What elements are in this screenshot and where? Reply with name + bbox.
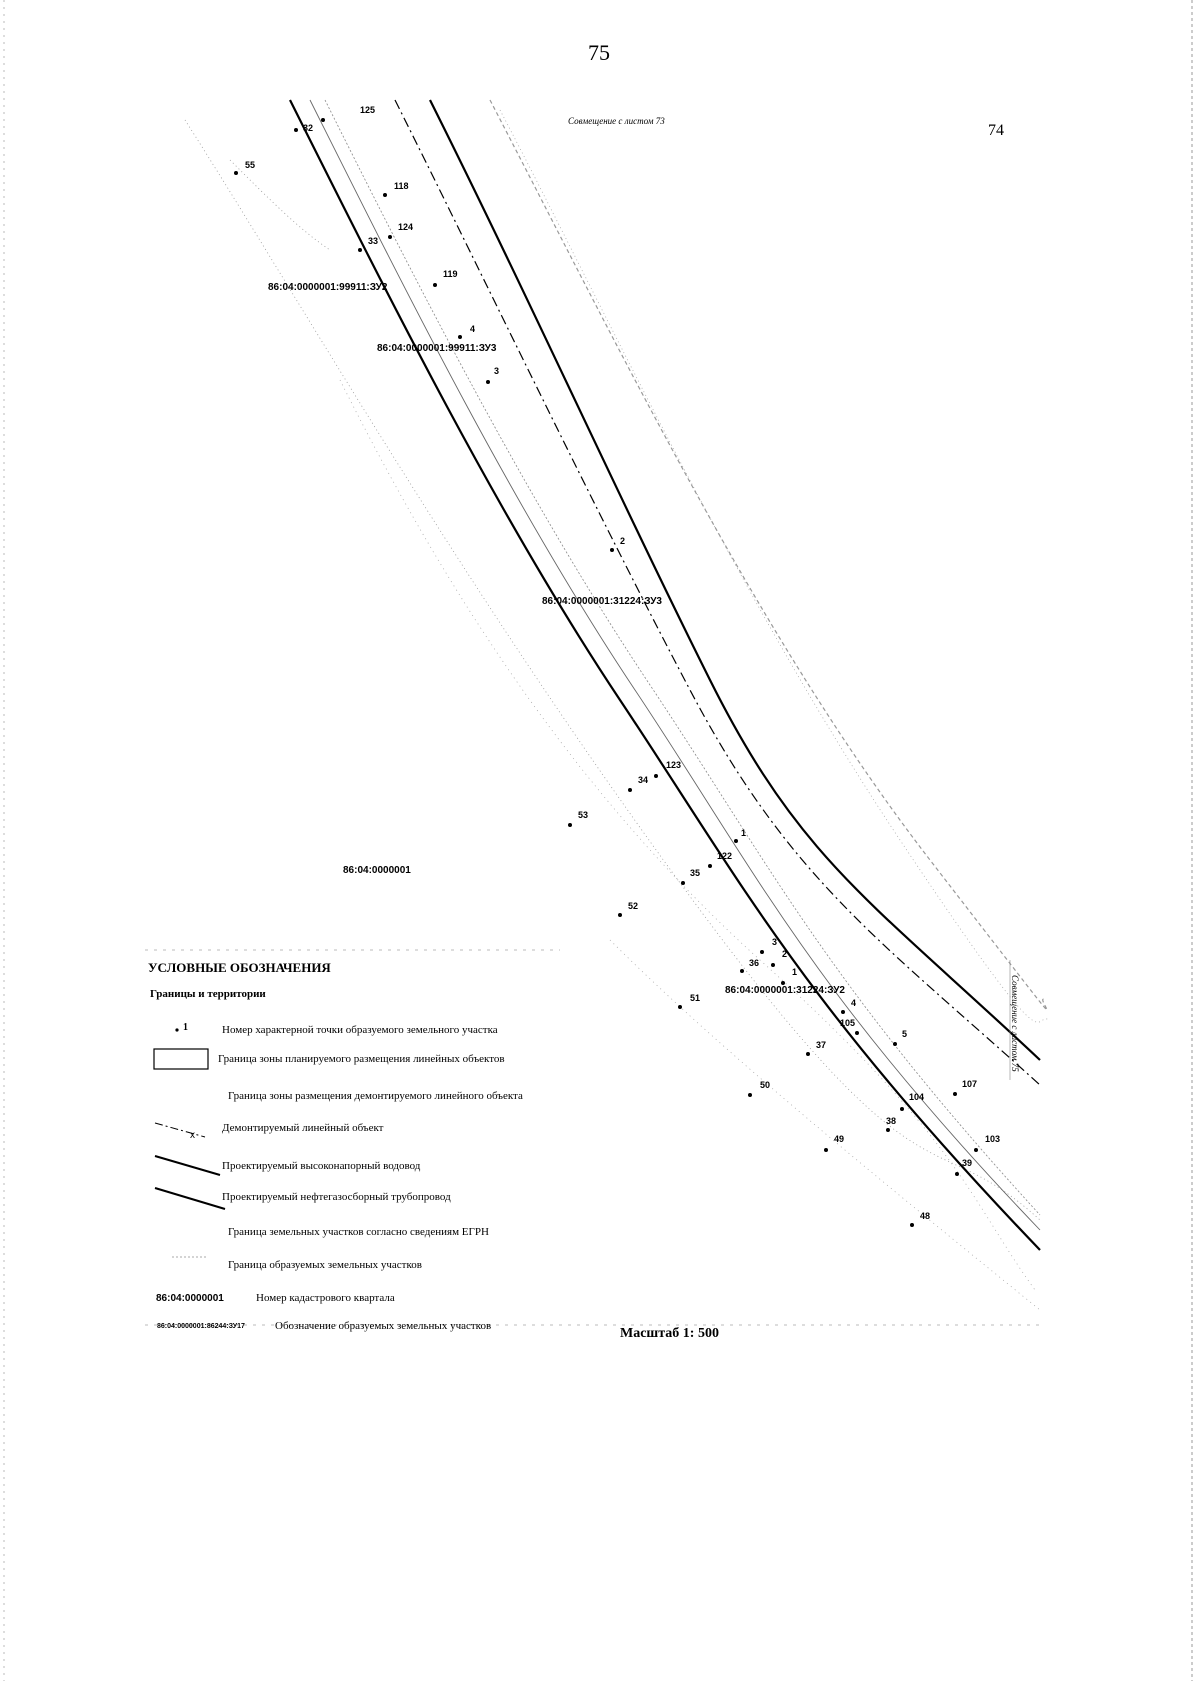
parcel-label: 86:04:0000001:31224:ЗУ2 xyxy=(725,985,845,996)
legend-item-demolished-zone: Граница зоны размещения демонтируемого л… xyxy=(228,1090,523,1102)
legend-item-quarter-code: 86:04:0000001 xyxy=(156,1293,224,1304)
point-label: 2 xyxy=(782,949,787,959)
page-number: 75 xyxy=(588,40,610,65)
point-label: 36 xyxy=(749,958,759,968)
point-label: 49 xyxy=(834,1134,844,1144)
legend-item-new-parcel-boundary: Граница образуемых земельных участков xyxy=(228,1259,422,1271)
point-label: 4 xyxy=(851,998,856,1008)
match-line-top-label: Совмещение с листом 73 xyxy=(568,116,665,126)
pipeline-line xyxy=(309,99,1041,1231)
legend-item-point: Номер характерной точки образуемого земе… xyxy=(222,1024,498,1036)
point-label: 48 xyxy=(920,1211,930,1221)
point-label: 2 xyxy=(620,536,625,546)
legend-symbols: x xyxy=(153,1028,226,1258)
legend-title: УСЛОВНЫЕ ОБОЗНАЧЕНИЯ xyxy=(148,960,331,975)
point-label: 107 xyxy=(962,1079,977,1089)
point-label: 55 xyxy=(245,160,255,170)
legend-item-parcel-designation: Обозначение образуемых земельных участко… xyxy=(275,1320,492,1332)
quarter-label: 86:04:0000001 xyxy=(343,865,411,876)
point-label: 1 xyxy=(741,828,746,838)
point-label: 118 xyxy=(394,181,409,191)
point-markers xyxy=(234,118,978,1227)
point-label: 3 xyxy=(772,937,777,947)
point-label: 37 xyxy=(816,1040,826,1050)
point-label: 104 xyxy=(909,1092,924,1102)
point-labels: 125 32 55 118 124 33 119 4 3 2 123 34 53… xyxy=(245,105,1000,1221)
point-label: 1 xyxy=(792,967,797,977)
legend-item-parcel-code: 86:04:0000001:86244:ЗУ17 xyxy=(157,1323,245,1330)
point-label: 33 xyxy=(368,236,378,246)
point-label: 125 xyxy=(360,105,375,115)
planned-zone-boundary-right xyxy=(429,99,1041,1061)
point-label: 39 xyxy=(962,1158,972,1168)
legend-subtitle: Границы и территории xyxy=(150,988,266,1000)
point-label: 105 xyxy=(840,1018,855,1028)
legend-item-egrn-boundary: Граница земельных участков согласно свед… xyxy=(228,1226,489,1238)
point-label: 32 xyxy=(303,123,313,133)
legend-item-quarter: Номер кадастрового квартала xyxy=(256,1292,395,1304)
legend-item-demolished-object: Демонтируемый линейный объект xyxy=(222,1122,384,1134)
match-line-right-label: Совмещение с листом 75 xyxy=(1010,975,1020,1072)
point-label: 123 xyxy=(666,760,681,770)
legend-item-planned-zone: Граница зоны планируемого размещения лин… xyxy=(218,1053,505,1065)
point-label: 50 xyxy=(760,1080,770,1090)
legend-item-oil-gas-pipeline: Проектируемый нефтегазосборный трубопров… xyxy=(222,1191,451,1203)
point-label: 52 xyxy=(628,901,638,911)
water-line xyxy=(324,99,1041,1216)
point-label: 103 xyxy=(985,1134,1000,1144)
egrn-boundary-3 xyxy=(499,109,1051,1023)
point-label: 4 xyxy=(470,324,475,334)
demolished-zone-boundary xyxy=(489,99,1048,1011)
planned-zone-boundary-left xyxy=(289,99,1041,1251)
point-label: 3 xyxy=(494,366,499,376)
point-label: 5 xyxy=(902,1029,907,1039)
point-label: 35 xyxy=(690,868,700,878)
legend-item-water-line: Проектируемый высоконапорный водовод xyxy=(222,1160,421,1172)
parcel-label: 86:04:0000001:99911:ЗУ2 xyxy=(268,282,388,293)
point-label: 51 xyxy=(690,993,700,1003)
adjacent-sheet-number: 74 xyxy=(988,122,1004,139)
svg-text:x: x xyxy=(190,1130,195,1141)
parcel-label: 86:04:0000001:31224:ЗУ3 xyxy=(542,596,662,607)
egrn-boundary-2 xyxy=(339,379,1036,1291)
egrn-boundary-5 xyxy=(229,159,331,251)
demolished-linear-object xyxy=(394,99,1041,1086)
scale-label: Масштаб 1: 500 xyxy=(620,1326,719,1341)
point-label: 122 xyxy=(717,851,732,861)
legend-item-point-sample: 1 xyxy=(183,1022,188,1033)
point-label: 124 xyxy=(398,222,413,232)
point-label: 53 xyxy=(578,810,588,820)
point-label: 34 xyxy=(638,775,648,785)
point-label: 38 xyxy=(886,1116,896,1126)
parcel-label: 86:04:0000001:99911:ЗУ3 xyxy=(377,343,497,354)
parcel-labels: 86:04:0000001:99911:ЗУ2 86:04:0000001:99… xyxy=(268,282,845,996)
point-label: 119 xyxy=(443,269,458,279)
